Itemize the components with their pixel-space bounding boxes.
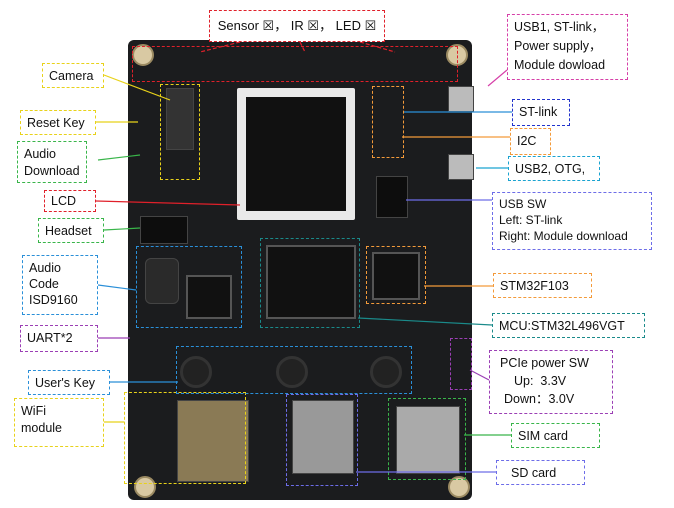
user-key-3[interactable] [370, 356, 402, 388]
usb2-port [448, 154, 474, 180]
audio-code-label: Audio Code ISD9160 [22, 255, 98, 315]
sim-region [388, 398, 466, 480]
headset-label: Headset [38, 218, 104, 243]
pcie-line: PCIe power SW [500, 356, 589, 370]
mcu-label: MCU:STM32L496VGT [492, 313, 645, 338]
sd-slot [292, 400, 354, 474]
audio-region [136, 246, 242, 328]
usb-sw-line: USB SW [499, 197, 547, 211]
users-key-label: User's Key [28, 370, 110, 395]
wifi-label: WiFi module [14, 398, 104, 447]
pcie-label: PCIe power SW Up: 3.3V Down：3.0V [489, 350, 613, 414]
audio-download-label: Audio Download [17, 141, 87, 183]
reset-key-label: Reset Key [20, 110, 96, 135]
sd-label: SD card [496, 460, 585, 485]
user-key-1[interactable] [180, 356, 212, 388]
stm32f103-region [366, 246, 426, 304]
headset-jack [140, 216, 188, 244]
mcu-region [260, 238, 360, 328]
user-key-2[interactable] [276, 356, 308, 388]
lcd-label: LCD [44, 190, 96, 212]
usb1-line: USB1, ST-link， [514, 20, 605, 34]
stm32f103-chip [372, 252, 420, 300]
i2c-label: I2C [510, 128, 551, 155]
lcd-screen [237, 88, 355, 220]
usb1-line: Power supply， [514, 39, 602, 53]
mount-hole [134, 476, 156, 498]
wifi-module [177, 400, 249, 482]
usb1-line: Module dowload [514, 58, 606, 72]
usb-sw-line: Left: ST-link [499, 213, 563, 227]
audio-codec-chip [186, 275, 232, 319]
i2c-region [372, 86, 404, 158]
wifi-line: WiFi [21, 404, 46, 418]
sensor-label: Sensor ☒， IR ☒， LED ☒ [209, 10, 385, 42]
usb-switch [376, 176, 408, 218]
usb-sw-line: Right: Module download [499, 229, 628, 243]
st-link-label: ST-link [512, 99, 570, 126]
usb1-label: USB1, ST-link， Power supply， Module dowl… [507, 14, 628, 80]
wifi-region [124, 392, 246, 484]
mount-hole [448, 476, 470, 498]
stm32f103-label: STM32F103 [493, 273, 592, 298]
capacitor [145, 258, 179, 304]
camera-label: Camera [42, 63, 104, 88]
usb-sw-label: USB SW Left: ST-link Right: Module downl… [492, 192, 652, 250]
audio-code-line: Code [29, 277, 59, 291]
audio-code-line: ISD9160 [29, 293, 78, 307]
pcie-region [450, 338, 472, 390]
uart-label: UART*2 [20, 325, 98, 352]
mcu-chip [266, 245, 356, 319]
usb2-label: USB2, OTG, [508, 156, 600, 181]
user-keys-region [176, 346, 412, 394]
mount-hole [132, 44, 154, 66]
sd-region [286, 394, 358, 486]
pcie-line: Up: 3.3V [514, 374, 567, 388]
pcie-line: Down：3.0V [504, 392, 575, 406]
wifi-line: module [21, 421, 62, 435]
audio-code-line: Audio [29, 261, 61, 275]
sensor-region [132, 46, 458, 82]
camera-module [166, 88, 194, 150]
camera-region [160, 84, 200, 180]
sim-label: SIM card [511, 423, 600, 448]
sim-slot [396, 406, 460, 474]
